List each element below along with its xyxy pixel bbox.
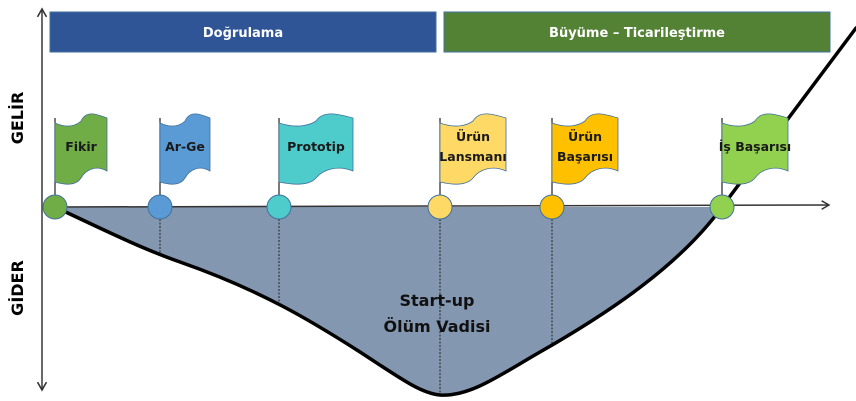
flag-label: Ar-Ge xyxy=(165,139,205,154)
flag-label: Prototip xyxy=(287,139,345,154)
milestone-prototip: Prototip xyxy=(266,113,354,220)
expense-axis-label: GİDER xyxy=(8,260,27,316)
flag-label: Ürün xyxy=(568,129,602,144)
valley-label-line1: Start-up xyxy=(400,291,475,310)
milestone-marker xyxy=(42,194,68,220)
flag-label: İş Başarısı xyxy=(719,139,791,154)
flag-icon xyxy=(159,113,211,185)
milestone-fikir: Fikir xyxy=(42,113,108,220)
milestone-ar-ge: Ar-Ge xyxy=(147,113,211,220)
flag-icon xyxy=(721,113,789,185)
valley-label-line2: Ölüm Vadisi xyxy=(384,317,491,336)
phase-label-validation: Doğrulama xyxy=(203,26,283,41)
flag-label: Ürün xyxy=(456,129,490,144)
flag-icon xyxy=(439,113,507,185)
flag-icon xyxy=(54,113,108,185)
milestone-marker xyxy=(427,194,453,220)
flag-label: Başarısı xyxy=(557,149,613,164)
milestone-marker xyxy=(539,194,565,220)
flag-label: Fikir xyxy=(65,139,97,154)
milestone-drop-lines xyxy=(159,219,553,395)
milestone-is-basars: İş Başarısı xyxy=(709,113,791,220)
valley-area xyxy=(55,207,722,396)
revenue-axis-label: GELİR xyxy=(8,92,27,145)
milestone-marker xyxy=(266,194,292,220)
phase-band-growth: Büyüme – Ticarileştirme xyxy=(443,11,831,53)
flag-icon xyxy=(278,113,354,185)
phase-label-growth: Büyüme – Ticarileştirme xyxy=(549,26,725,41)
milestone-marker xyxy=(147,194,173,220)
milestone-marker xyxy=(709,194,735,220)
flag-icon xyxy=(551,113,619,185)
phase-band-validation: Doğrulama xyxy=(49,11,437,53)
flag-label: Lansmanı xyxy=(439,149,506,164)
cash-flow-curve xyxy=(53,26,856,397)
